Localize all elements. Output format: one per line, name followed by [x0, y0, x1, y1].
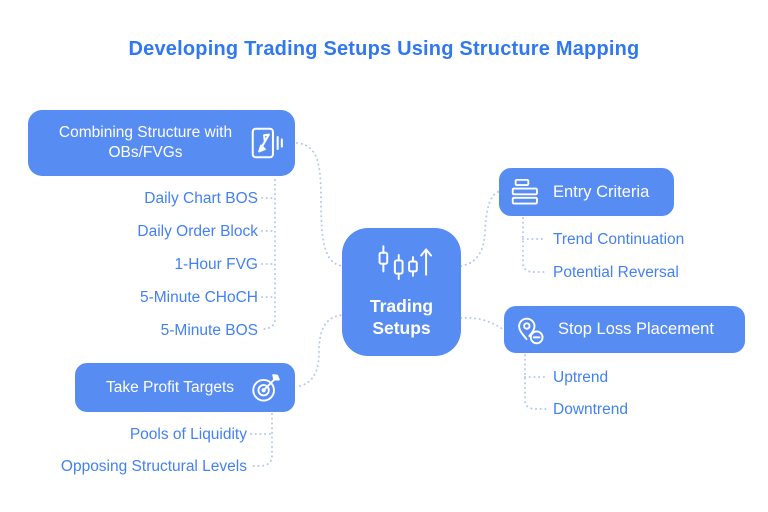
- node-combining-structure-label: Combining Structure with OBs/FVGs: [58, 123, 233, 161]
- item-opposing-structural-levels: Opposing Structural Levels: [60, 458, 247, 475]
- item-5-minute-bos: 5-Minute BOS: [160, 322, 258, 339]
- item-potential-reversal: Potential Reversal: [553, 264, 679, 281]
- item-trend-continuation: Trend Continuation: [553, 231, 685, 248]
- node-trading-setups: Trading Setups: [342, 228, 461, 356]
- item-uptrend: Uptrend: [553, 369, 609, 386]
- list-bars-icon: [511, 178, 541, 206]
- target-arrow-icon: [249, 370, 285, 406]
- item-pools-of-liquidity: Pools of Liquidity: [129, 426, 247, 443]
- item-downtrend: Downtrend: [553, 401, 628, 418]
- node-take-profit-targets: Take Profit Targets: [75, 363, 295, 412]
- journal-pen-icon: [249, 124, 285, 162]
- candlestick-chart-icon: [371, 244, 433, 290]
- item-5-minute-choch: 5-Minute CHoCH: [139, 289, 258, 306]
- diagram-title: Developing Trading Setups Using Structur…: [128, 38, 640, 60]
- node-take-profit-targets-label: Take Profit Targets: [105, 378, 235, 396]
- node-combining-structure: Combining Structure with OBs/FVGs: [28, 110, 295, 176]
- node-stop-loss-placement-label: Stop Loss Placement: [558, 320, 714, 338]
- node-stop-loss-placement: Stop Loss Placement: [504, 306, 745, 353]
- item-daily-chart-bos: Daily Chart BOS: [144, 190, 258, 207]
- node-entry-criteria-label: Entry Criteria: [553, 182, 650, 201]
- node-trading-setups-label: Trading Setups: [369, 296, 434, 338]
- item-1-hour-fvg: 1-Hour FVG: [174, 256, 258, 273]
- item-daily-order-block: Daily Order Block: [137, 223, 258, 240]
- location-pin-minus-icon: [514, 313, 548, 347]
- node-entry-criteria: Entry Criteria: [499, 168, 674, 216]
